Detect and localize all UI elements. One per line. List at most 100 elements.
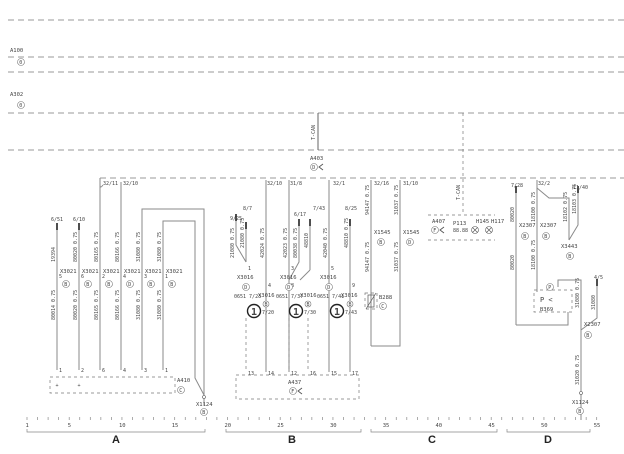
section-c: 32/16 31/10 94147 0.75 31037 0.75 X1545 … xyxy=(364,180,504,347)
connector-label: X1545 xyxy=(403,230,420,236)
wire-label: 80020 xyxy=(510,255,516,270)
connector-arrow-icon xyxy=(297,387,303,395)
sensor-connector: X3016 xyxy=(341,293,358,299)
wire-label: 31080 0.75 xyxy=(136,290,142,320)
switch-symbol: P < xyxy=(540,296,553,304)
connector-label: X3021 xyxy=(145,269,162,275)
tap-label: 32/16 xyxy=(374,181,389,187)
wire-label: 31037 0.75 xyxy=(394,185,400,215)
section-b: 32/10 31/8 32/1 8/7 9/25 6/17 7/43 8/25 … xyxy=(230,180,360,400)
sensor-1[interactable]: 0651 7/23 X3016 B 1 7/20 xyxy=(234,293,275,319)
mark-circle xyxy=(17,101,25,109)
connector-mark: B xyxy=(586,333,589,339)
section-label-b: B xyxy=(288,434,296,446)
tap-label: 32/11 xyxy=(103,181,118,187)
pin-label: 1 xyxy=(59,368,62,374)
pin-label: 3 xyxy=(144,368,147,374)
lamp-icon xyxy=(471,226,479,234)
sensor-box-b288[interactable] xyxy=(364,292,378,310)
connector-mark: D xyxy=(408,240,411,246)
connector-mark: D xyxy=(287,285,290,291)
wire-label: 80020 xyxy=(510,207,516,222)
wire-label: 80165 0.75 xyxy=(94,290,100,320)
sensor-b288: B288 xyxy=(379,295,392,301)
ruler-tick-label: 40 xyxy=(435,423,442,429)
pin-label: 2 xyxy=(81,368,84,374)
connector-row-x3021: X3021 X3021 X3021 X3021 X3021 X3021 B B … xyxy=(59,269,183,288)
sensor-circle xyxy=(246,303,262,319)
connector-mark: B xyxy=(107,282,110,288)
module-pin: 14 xyxy=(268,371,274,377)
module-box-a437[interactable] xyxy=(235,374,360,400)
ref-label: 6/17 xyxy=(294,212,306,218)
sensor-connector: X3016 xyxy=(300,293,317,299)
wire-label: 31080 xyxy=(591,295,597,310)
module-pin: 15 xyxy=(331,371,337,377)
mark-circle xyxy=(576,407,584,415)
tap-label: 32/10 xyxy=(123,181,138,187)
section-label-d: D xyxy=(544,434,552,446)
wire-label: 80014 0.75 xyxy=(51,290,57,320)
sensor-ref-right: 7/43 xyxy=(345,310,357,316)
module-pin: + xyxy=(56,383,59,389)
resistor-icon xyxy=(367,294,375,308)
wire-label: 42024 0.75 xyxy=(260,228,266,258)
sensor-number: 1 xyxy=(251,307,257,318)
connector-label: X3021 xyxy=(124,269,141,275)
wire[interactable] xyxy=(568,192,579,241)
section-bracket-a xyxy=(26,429,206,433)
pin-label: 6 xyxy=(102,368,105,374)
sensor-circle xyxy=(288,303,304,319)
module-box-a410[interactable] xyxy=(49,376,176,394)
sensor-ref-right: 7/30 xyxy=(304,310,316,316)
wire-label: 18100 0.75 xyxy=(531,240,537,270)
section-d: 32/2 7/28 11/40 4/5 80020 18100 0.75 181… xyxy=(510,180,603,420)
wire[interactable] xyxy=(536,187,570,240)
ruler-tick-label: 50 xyxy=(541,423,548,429)
sensor-mark: B xyxy=(265,302,268,308)
wire[interactable] xyxy=(141,208,205,405)
wire-label: 31080 0.75 xyxy=(157,232,163,262)
sensor-3[interactable]: 0651 7/41 X3016 B 1 7/43 xyxy=(317,293,358,319)
tap-label: 32/2 xyxy=(538,181,550,187)
mark-circle xyxy=(566,252,574,260)
wire-label: 80038 0.75 xyxy=(293,228,299,258)
ground-mark: B xyxy=(202,410,205,416)
switch-box-b369[interactable] xyxy=(533,289,573,313)
connector-label: X3021 xyxy=(166,269,183,275)
wire[interactable] xyxy=(162,220,205,396)
pin-label: 6 xyxy=(81,274,84,280)
mark-circle xyxy=(346,300,354,308)
connector-mark: D xyxy=(327,285,330,291)
connector-x3443: X3443 xyxy=(561,244,578,250)
wire[interactable] xyxy=(516,312,569,326)
lamp-h145: H145 xyxy=(476,219,489,225)
ruler-tick-label: 5 xyxy=(68,423,71,429)
wire[interactable] xyxy=(288,225,300,281)
wire-label: 42040 0.75 xyxy=(323,228,329,258)
wire[interactable] xyxy=(235,220,247,263)
mark-circle xyxy=(310,163,318,171)
mark-circle xyxy=(377,238,385,246)
section-brackets xyxy=(26,429,591,433)
pin-label: 1 xyxy=(165,368,168,374)
mark-circle xyxy=(584,331,592,339)
lamp-h117: H117 xyxy=(491,219,504,225)
wire[interactable] xyxy=(580,285,598,331)
switch-b369: B369 xyxy=(540,307,553,313)
connector-label: X3021 xyxy=(82,269,99,275)
ground-point xyxy=(579,391,583,395)
wire-label: 19394 xyxy=(51,247,57,262)
wire[interactable] xyxy=(299,269,311,281)
wire-label: 18103 0.75 xyxy=(572,184,578,214)
mark-circle xyxy=(406,238,414,246)
ref-label: 8/25 xyxy=(345,206,357,212)
wire[interactable] xyxy=(557,279,582,420)
section-label-c: C xyxy=(428,434,436,446)
sensor-2[interactable]: 0651 7/37 X3016 B 1 7/30 xyxy=(276,293,317,319)
wire[interactable] xyxy=(371,180,401,347)
ref-label: 9/25 xyxy=(230,216,242,222)
wire-label: 80166 0.75 xyxy=(115,290,121,320)
connector-mark: D xyxy=(128,282,131,288)
ref-label: 7/28 xyxy=(511,183,523,189)
